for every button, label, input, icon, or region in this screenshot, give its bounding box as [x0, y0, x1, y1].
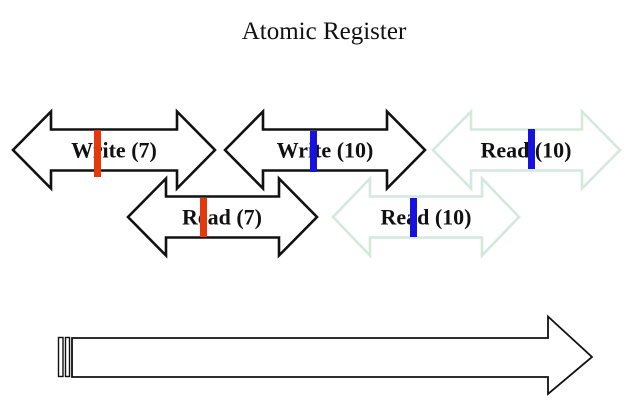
marker-write-7	[94, 130, 101, 177]
timeline-origin-tick-2	[64, 336, 71, 378]
marker-read-10-second	[410, 198, 417, 237]
label-write-10: Write (10)	[277, 138, 374, 163]
arrow-read-7	[126, 175, 319, 259]
label-read-7: Read (7)	[182, 205, 262, 230]
marker-read-7	[200, 198, 207, 237]
arrow-read-10-first	[431, 108, 622, 192]
marker-read-10-first	[528, 129, 535, 169]
arrow-write-10	[223, 108, 427, 192]
label-read-10-first: Read (10)	[480, 138, 571, 163]
arrow-read-10-second	[331, 175, 521, 259]
label-read-10-second: Read (10)	[380, 205, 471, 230]
timeline-origin-tick-1	[57, 336, 64, 378]
label-write-7: Write (7)	[71, 138, 157, 163]
marker-write-10	[310, 131, 317, 172]
diagram-title: Atomic Register	[242, 18, 407, 45]
arrow-write-7	[11, 108, 217, 192]
timeline-arrow	[71, 314, 594, 396]
